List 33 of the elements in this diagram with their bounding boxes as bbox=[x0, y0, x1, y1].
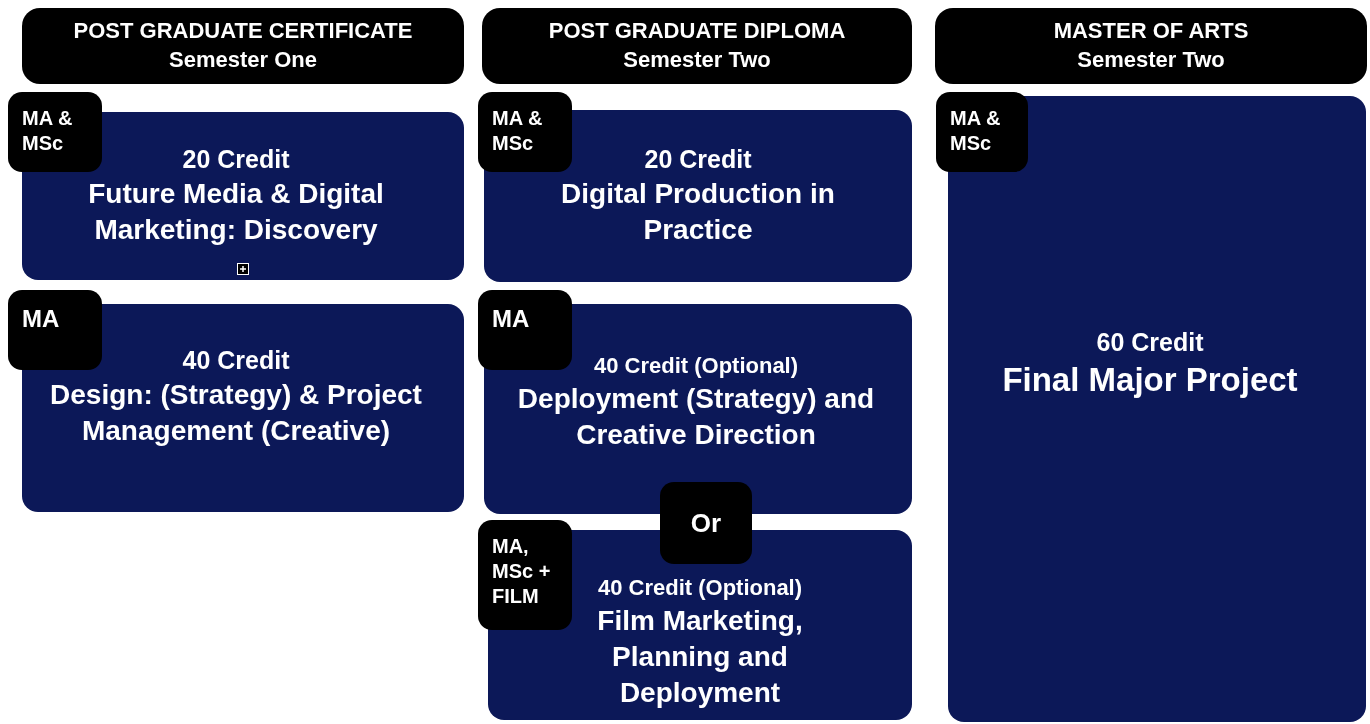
module-card bbox=[484, 304, 912, 514]
column-header bbox=[935, 8, 1367, 84]
semester-label: Semester Two bbox=[1077, 46, 1225, 74]
credit-label: 40 Credit (Optional) bbox=[597, 574, 803, 602]
header-title: POST GRADUATE CERTIFICATE bbox=[73, 17, 413, 46]
module-title: Future Media & Digital Marketing: Discovery bbox=[87, 176, 385, 248]
semester-label: Semester Two bbox=[623, 46, 771, 74]
award-badge: MA bbox=[8, 290, 102, 370]
module-card bbox=[22, 304, 464, 512]
module-title: Deployment (Strategy) and Creative Direction bbox=[516, 381, 876, 452]
module-card bbox=[22, 112, 464, 280]
credit-label: 40 Credit (Optional) bbox=[593, 352, 799, 380]
module-card bbox=[484, 110, 912, 282]
header-title: POST GRADUATE DIPLOMA bbox=[548, 17, 846, 46]
award-badge: MA & MSc bbox=[8, 92, 102, 172]
credit-label: 60 Credit bbox=[1096, 327, 1204, 358]
module-title: Film Marketing, Planning and Deployment bbox=[596, 603, 804, 711]
credit-label: 20 Credit bbox=[644, 144, 752, 176]
module-title: Digital Production in Practice bbox=[560, 176, 836, 248]
award-badge: MA bbox=[478, 290, 572, 370]
award-badge: MA & MSc bbox=[936, 92, 1028, 172]
column-header bbox=[482, 8, 912, 84]
award-badge: MA, MSc + FILM bbox=[478, 520, 572, 630]
module-title: Design: (Strategy) & Project Management (Creative) bbox=[49, 377, 423, 448]
header-title: MASTER OF ARTS bbox=[1053, 17, 1249, 46]
credit-label: 20 Credit bbox=[182, 144, 290, 176]
or-badge: Or bbox=[660, 482, 752, 564]
column-header bbox=[22, 8, 464, 84]
semester-label: Semester One bbox=[169, 46, 317, 74]
module-card bbox=[948, 96, 1366, 722]
credit-label: 40 Credit bbox=[182, 345, 290, 376]
module-title: Final Major Project bbox=[1002, 359, 1298, 400]
award-badge: MA & MSc bbox=[478, 92, 572, 172]
